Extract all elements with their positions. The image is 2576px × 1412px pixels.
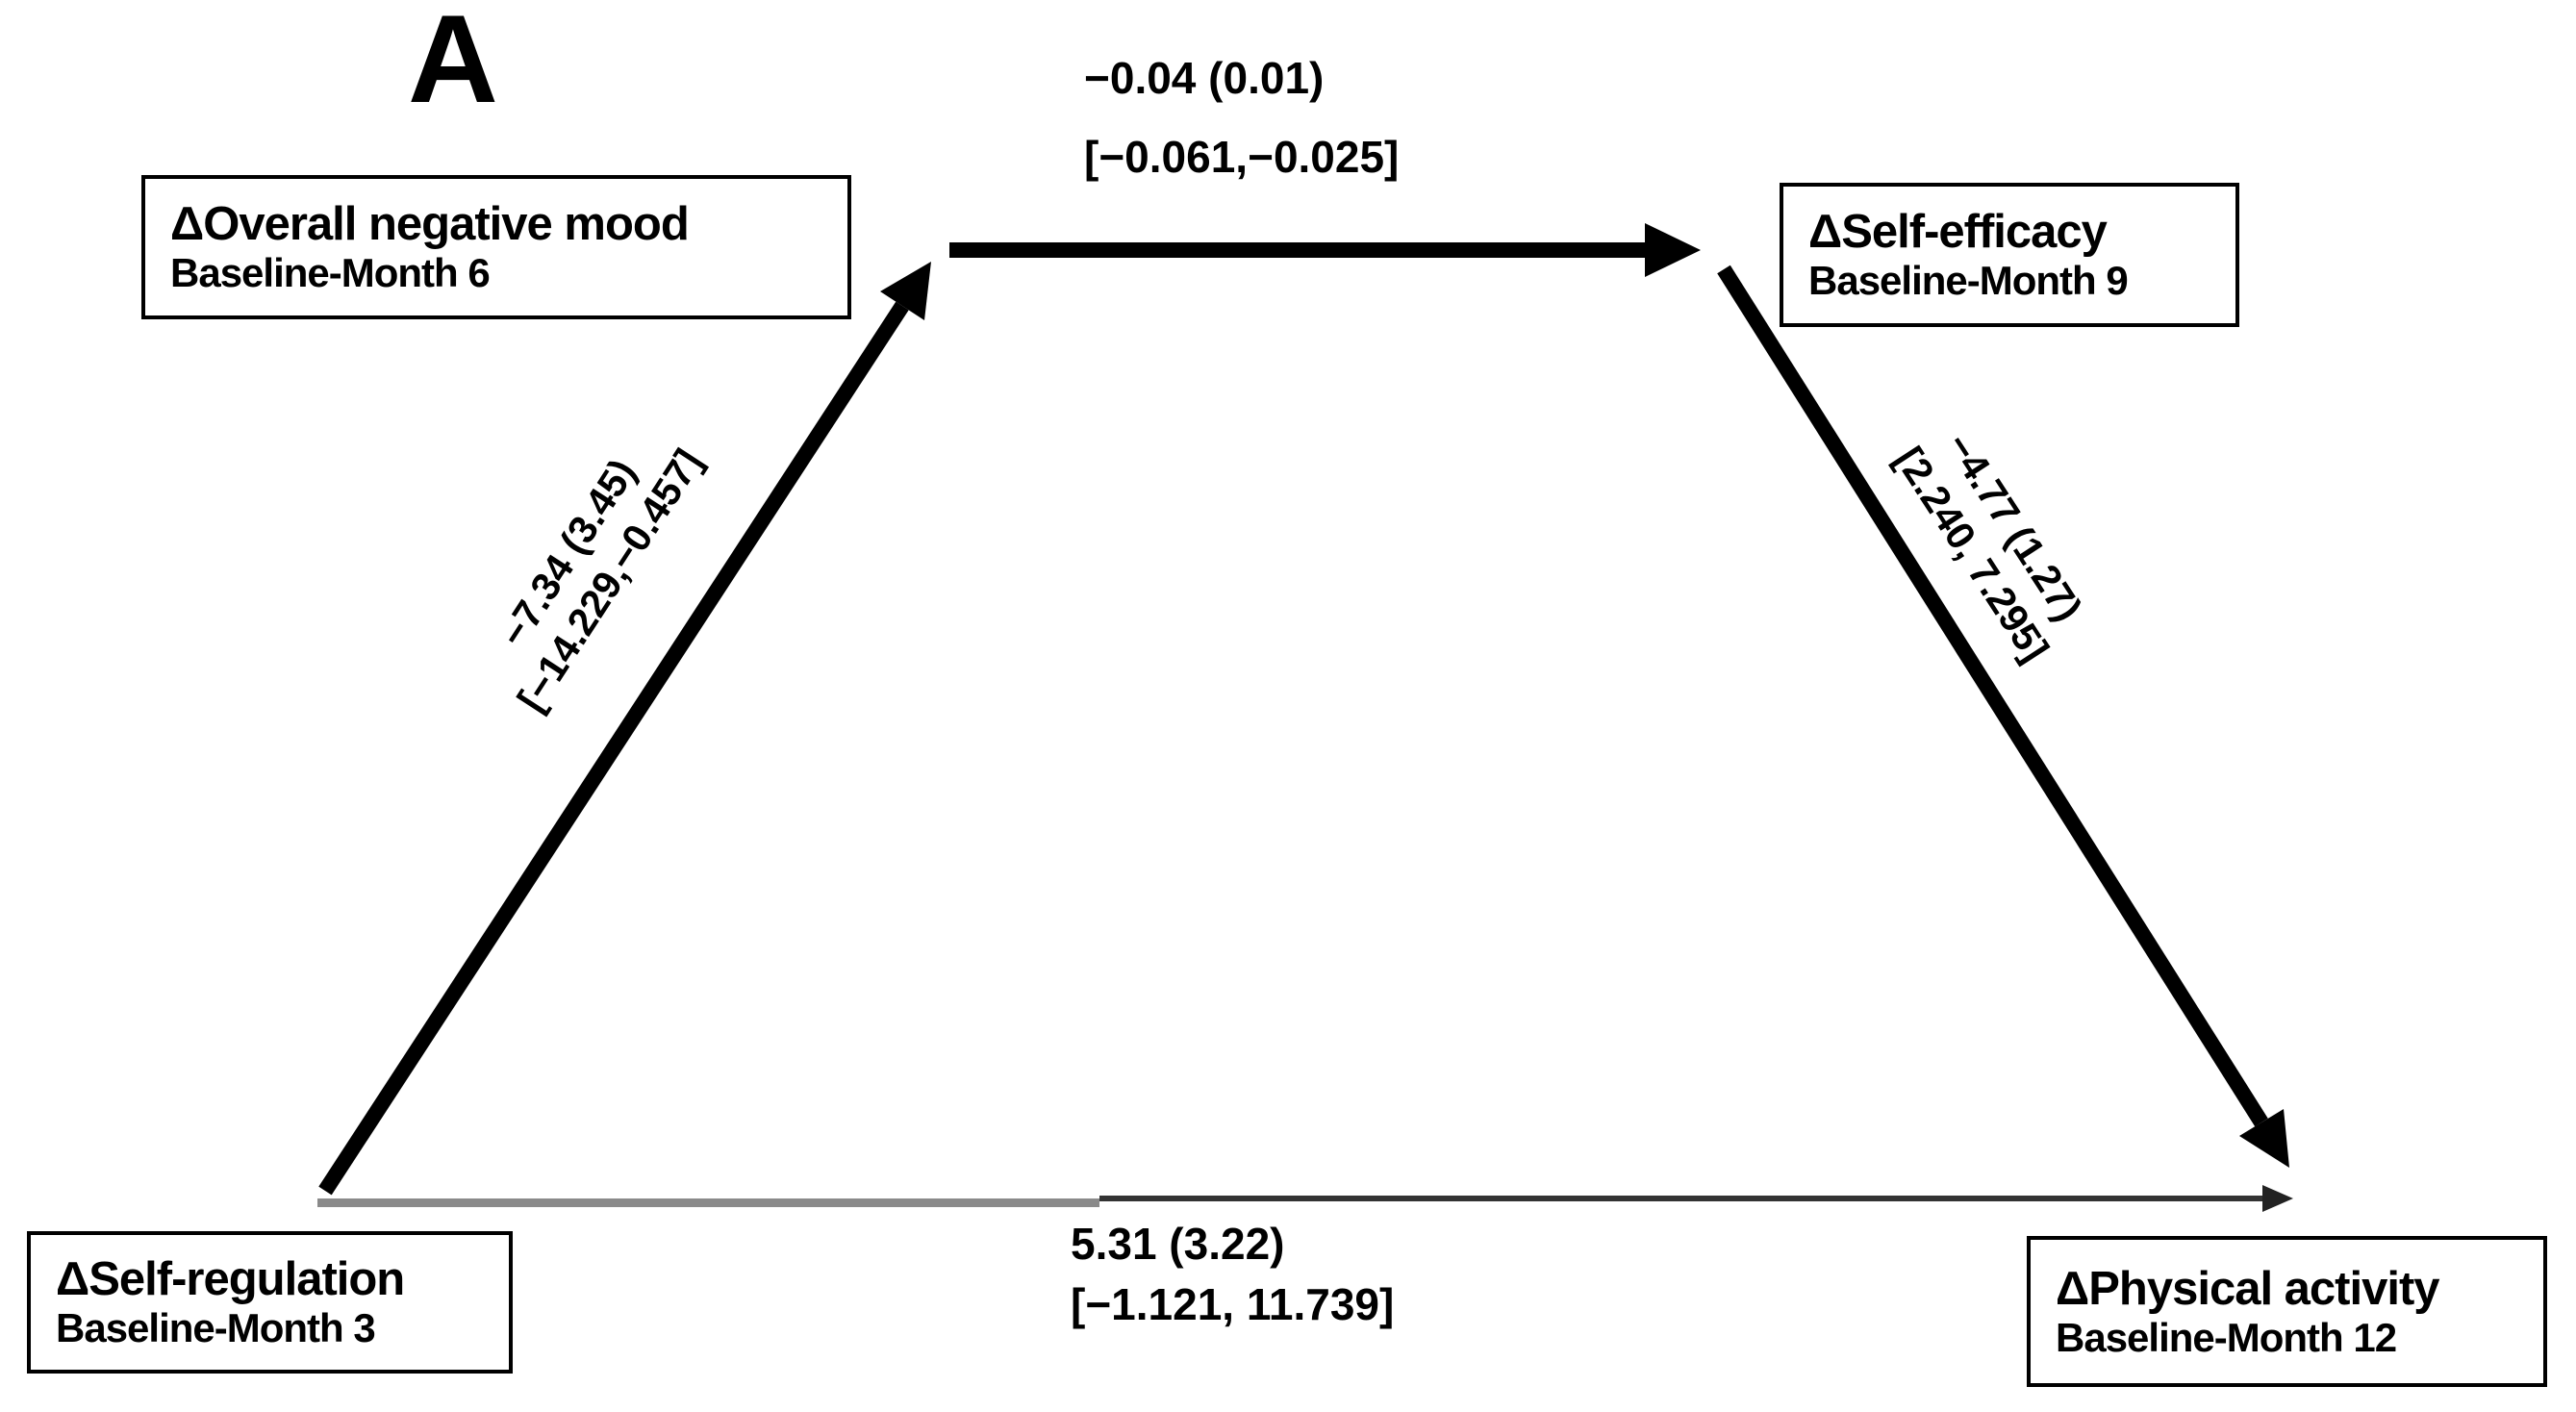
direct-path-gray-segment xyxy=(317,1198,1099,1207)
box-subtitle: Baseline-Month 9 xyxy=(1808,258,2129,304)
arrow-selfreg-to-mood-shaft xyxy=(318,301,909,1196)
arrow-efficacy-to-physact-head xyxy=(2239,1109,2289,1168)
confidence-interval: [−0.061,−0.025] xyxy=(1084,132,1400,182)
estimate: 5.31 (3.22) xyxy=(1071,1219,1285,1269)
stray-dot xyxy=(334,1177,340,1183)
estimate: −0.04 (0.01) xyxy=(1084,53,1325,103)
box-self-regulation: ΔSelf-regulation Baseline-Month 3 xyxy=(27,1231,513,1374)
box-self-efficacy: ΔSelf-efficacy Baseline-Month 9 xyxy=(1780,183,2239,327)
direct-path-dark-segment xyxy=(1099,1196,2265,1201)
box-title: ΔSelf-efficacy xyxy=(1808,206,2108,259)
box-subtitle: Baseline-Month 6 xyxy=(170,250,491,296)
box-physical-activity: ΔPhysical activity Baseline-Month 12 xyxy=(2027,1236,2547,1387)
box-subtitle: Baseline-Month 3 xyxy=(56,1305,376,1351)
label-selfreg-to-physact: 5.31 (3.22) [−1.121, 11.739] xyxy=(1071,1222,1394,1326)
arrow-mood-to-efficacy-head xyxy=(1645,223,1701,277)
box-title: ΔOverall negative mood xyxy=(170,198,690,251)
direct-path-arrowhead xyxy=(2262,1185,2293,1212)
box-overall-negative-mood: ΔOverall negative mood Baseline-Month 6 xyxy=(141,175,851,319)
arrow-efficacy-to-physact-shaft xyxy=(1717,265,2268,1127)
label-mood-to-efficacy: −0.04 (0.01) [−0.061,−0.025] xyxy=(1084,56,1399,179)
box-title: ΔSelf-regulation xyxy=(56,1253,405,1306)
arrow-selfreg-to-mood-head xyxy=(880,262,931,320)
box-subtitle: Baseline-Month 12 xyxy=(2056,1314,2397,1360)
box-title: ΔPhysical activity xyxy=(2056,1262,2440,1315)
panel-label: A xyxy=(408,0,498,129)
confidence-interval: [−1.121, 11.739] xyxy=(1071,1279,1395,1329)
